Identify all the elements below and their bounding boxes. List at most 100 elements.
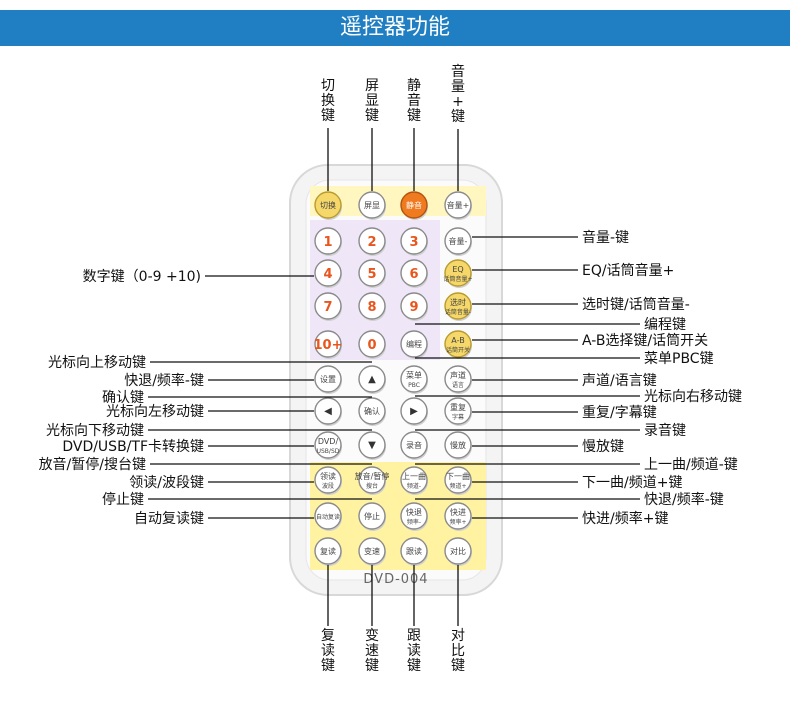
- left-label-10: 自动复读键: [134, 510, 204, 527]
- reread-button[interactable]: 复读: [314, 537, 342, 566]
- number-1-button[interactable]: 1: [314, 227, 342, 256]
- next-button-label: 下一曲: [446, 471, 470, 481]
- menu-pbc-button[interactable]: 菜单PBC: [400, 365, 428, 394]
- ok-button-label: 确认: [364, 406, 380, 416]
- left-label-9: 停止键: [102, 491, 144, 508]
- volume-down-button-label: 音量-: [449, 236, 468, 246]
- right-label-11: 上一曲/频道-键: [644, 457, 738, 473]
- switch-button[interactable]: 切换: [314, 191, 342, 220]
- cursor-right-button-label: ▶: [410, 406, 418, 417]
- ab-button-label: A-B: [451, 336, 464, 345]
- left-label-8: 领读/波段键: [129, 474, 204, 491]
- slow-button-label: 慢放: [450, 440, 466, 450]
- right-label-12: 下一曲/频道+键: [582, 475, 682, 491]
- number-5-button[interactable]: 5: [358, 259, 386, 288]
- number-8-button[interactable]: 8: [358, 292, 386, 321]
- cursor-left-button-label: ◀: [324, 406, 332, 417]
- ab-button-sublabel: 话筒开关: [446, 346, 470, 354]
- audio-button-label: 声道: [450, 370, 466, 380]
- select-time-button-sublabel: 话筒音量-: [445, 308, 471, 316]
- cursor-up-button[interactable]: ▲: [358, 365, 386, 394]
- left-label-6: DVD/USB/TF卡转换键: [62, 438, 204, 455]
- switch-button-label: 切换: [320, 200, 336, 210]
- follow-button[interactable]: 跟读: [400, 537, 428, 566]
- ok-button[interactable]: 确认: [358, 397, 386, 426]
- source-button[interactable]: DVD/USB/SD: [314, 431, 342, 460]
- left-label-2: 快退/频率-键: [124, 372, 204, 389]
- cursor-left-button[interactable]: ◀: [314, 397, 342, 426]
- left-label-7: 放音/暂停/搜台键: [39, 456, 146, 473]
- right-label-3: 编程键: [644, 317, 686, 333]
- right-label-0: 音量-键: [582, 229, 629, 246]
- compare-button-label: 对比: [450, 546, 466, 556]
- number-6-button[interactable]: 6: [400, 259, 428, 288]
- number-7-button[interactable]: 7: [314, 292, 342, 321]
- osd-button[interactable]: 屏显: [358, 191, 386, 220]
- mute-button[interactable]: 静音: [400, 191, 428, 220]
- top-label-3: 音量+键: [451, 63, 465, 125]
- number-4-button[interactable]: 4: [314, 259, 342, 288]
- eq-button-sublabel: 话筒音量+: [443, 275, 472, 283]
- slow-button[interactable]: 慢放: [444, 431, 472, 460]
- right-label-8: 重复/字幕键: [582, 404, 657, 421]
- select-time-button-label: 选时: [450, 297, 466, 307]
- bottom-label-3: 对比键: [451, 628, 465, 674]
- volume-up-button-label: 音量+: [447, 200, 470, 210]
- leader-lines: [148, 128, 640, 626]
- cursor-up-button-label: ▲: [368, 374, 376, 385]
- auto-repeat-button-label: 自动复读: [316, 513, 340, 521]
- stop-button[interactable]: 停止: [358, 502, 386, 531]
- number-0-button[interactable]: 0: [358, 330, 386, 359]
- number-10plus-button[interactable]: 10+: [314, 330, 343, 359]
- mute-button-label: 静音: [406, 200, 422, 210]
- lead-button-sublabel: 波段: [322, 482, 334, 490]
- compare-button[interactable]: 对比: [444, 537, 472, 566]
- number-2-button[interactable]: 2: [358, 227, 386, 256]
- setup-button[interactable]: 设置: [314, 365, 342, 394]
- osd-button-label: 屏显: [364, 201, 380, 210]
- record-button-label: 录音: [406, 440, 422, 450]
- speed-button[interactable]: 变速: [358, 537, 386, 566]
- menu-pbc-button-label: 菜单: [406, 370, 422, 380]
- left-label-5: 光标向下移动键: [46, 423, 144, 439]
- cursor-down-button[interactable]: ▼: [358, 431, 386, 460]
- right-label-2: 选时键/话筒音量-: [582, 296, 690, 313]
- number-3-button[interactable]: 3: [400, 227, 428, 256]
- volume-down-button[interactable]: 音量-: [444, 227, 472, 256]
- right-label-13: 快退/频率-键: [644, 491, 724, 508]
- speed-button-label: 变速: [364, 546, 380, 556]
- auto-repeat-button[interactable]: 自动复读: [314, 502, 342, 531]
- left-label-4: 光标向左移动键: [106, 404, 204, 420]
- repeat-button-sublabel: 字幕: [452, 413, 464, 421]
- volume-up-button[interactable]: 音量+: [444, 191, 472, 220]
- right-label-9: 录音键: [644, 422, 686, 439]
- program-button[interactable]: 编程: [400, 330, 428, 359]
- top-label-2: 静音键: [407, 78, 421, 124]
- fast-forward-button-label: 快进: [450, 507, 466, 517]
- prev-button-sublabel: 频道-: [407, 482, 421, 490]
- record-button[interactable]: 录音: [400, 431, 428, 460]
- number-10plus-button-label: 10+: [314, 338, 343, 353]
- number-9-button[interactable]: 9: [400, 292, 428, 321]
- setup-button-label: 设置: [320, 374, 336, 384]
- left-label-0: 数字键（0-9 +10): [83, 269, 201, 285]
- number-1-button-label: 1: [323, 235, 332, 250]
- rewind-button-sublabel: 频率-: [407, 518, 421, 526]
- right-label-7: 光标向右移动键: [644, 389, 742, 405]
- cursor-right-button[interactable]: ▶: [400, 397, 428, 426]
- source-button-sublabel: USB/SD: [317, 448, 340, 455]
- top-label-1: 屏显键: [365, 78, 379, 124]
